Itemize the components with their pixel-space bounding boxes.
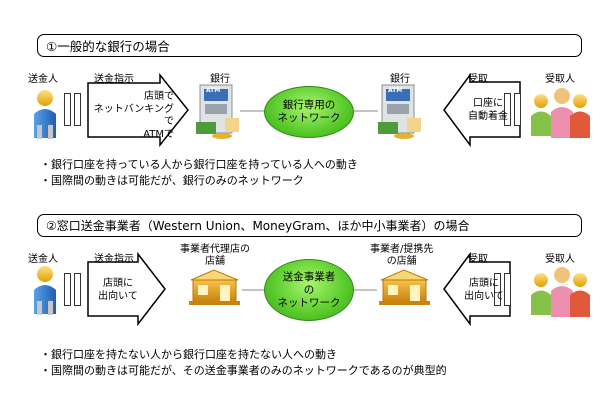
- sender-label-1: 送金人: [28, 74, 58, 85]
- network-line: の: [303, 283, 315, 296]
- section1-title: ①一般的な銀行の場合: [37, 34, 582, 57]
- receive-label-1: 受取: [468, 74, 488, 85]
- remittance-network-ellipse: 送金事業者 の ネットワーク: [264, 259, 354, 321]
- agent-store-label-line: 店舗: [205, 256, 225, 267]
- partner-store-label: 事業者/提携先 の店舗: [370, 244, 433, 268]
- section2-note-1: ・銀行口座を持たない人から銀行口座を持たない人への動き: [40, 348, 337, 361]
- send-arrow-2: [87, 251, 166, 327]
- section2-title: ②窓口送金事業者（Western Union、MoneyGram、ほか中小事業者…: [37, 214, 582, 237]
- receive-method-line: 出向いて: [464, 291, 504, 302]
- agent-store-label-line: 事業者代理店の: [180, 244, 250, 255]
- receive-method-text-2: 店頭に 出向いて: [462, 277, 506, 303]
- send-arrow-1: [87, 72, 189, 148]
- send-method-line: ATMで: [143, 128, 174, 140]
- send-method-text-2: 店頭に 出向いて: [95, 277, 141, 303]
- section2-note-2: ・国際間の動きは可能だが、その送金事業者のみのネットワークであるのが典型的: [40, 364, 447, 377]
- send-method-line: 店頭に: [103, 278, 133, 289]
- network-line: 送金事業者: [282, 270, 336, 283]
- bank-network-ellipse: 銀行専用の ネットワーク: [264, 86, 354, 138]
- sender-person-icon-1: [34, 90, 56, 139]
- receiver-label-2: 受取人: [545, 254, 575, 265]
- receive-method-line: 口座に: [473, 98, 503, 109]
- atm-right-icon: [378, 84, 421, 139]
- receive-label-2: 受取: [468, 254, 488, 265]
- send-instruction-label-1: 送金指示: [94, 74, 134, 85]
- network-line: ネットワーク: [277, 296, 341, 309]
- bank-left-label: 銀行: [210, 74, 230, 85]
- document-icon: [504, 273, 511, 306]
- send-instruction-label-2: 送金指示: [94, 254, 134, 265]
- receive-arrow-1: [443, 72, 521, 148]
- receive-method-line: 自動着金: [468, 111, 508, 122]
- agent-store-icon: [189, 269, 240, 305]
- sender-person-icon-2: [34, 266, 56, 315]
- send-method-text-1: 店頭で ネットバンキングで ATMで: [92, 91, 174, 141]
- partner-store-label-line: 事業者/提携先: [370, 244, 434, 255]
- document-icon: [74, 93, 81, 126]
- receive-arrow-2: [443, 251, 511, 327]
- document-icon: [64, 93, 71, 126]
- document-icon: [494, 273, 501, 306]
- partner-store-icon: [379, 269, 430, 305]
- bank-right-label: 銀行: [390, 74, 410, 85]
- receive-method-text-1: 口座に 自動着金: [466, 97, 510, 123]
- atm-label-left: ATM: [206, 87, 221, 94]
- receive-method-line: 店頭に: [469, 278, 499, 289]
- agent-store-label: 事業者代理店の 店舗: [180, 244, 250, 268]
- document-icon: [514, 93, 521, 126]
- send-method-line: 店頭で: [144, 91, 174, 102]
- document-icon: [74, 273, 81, 306]
- network-line: 銀行専用の: [282, 99, 336, 111]
- sender-label-2: 送金人: [28, 254, 58, 265]
- atm-left-icon: [196, 84, 239, 139]
- section1-note-2: ・国際間の動きは可能だが、銀行のみのネットワーク: [40, 174, 304, 187]
- network-line: ネットワーク: [277, 112, 341, 124]
- receiver-group-icon-2: [531, 267, 590, 317]
- receiver-group-icon-1: [531, 88, 590, 138]
- send-method-line: 出向いて: [98, 291, 138, 302]
- section1-note-1: ・銀行口座を持っている人から銀行口座を持っている人への動き: [40, 158, 358, 171]
- document-icon: [64, 273, 71, 306]
- atm-label-right: ATM: [388, 87, 403, 94]
- partner-store-label-line: の店舗: [386, 256, 417, 267]
- receiver-label-1: 受取人: [545, 74, 575, 85]
- document-icon: [504, 93, 511, 126]
- send-method-line: ネットバンキングで: [93, 103, 174, 128]
